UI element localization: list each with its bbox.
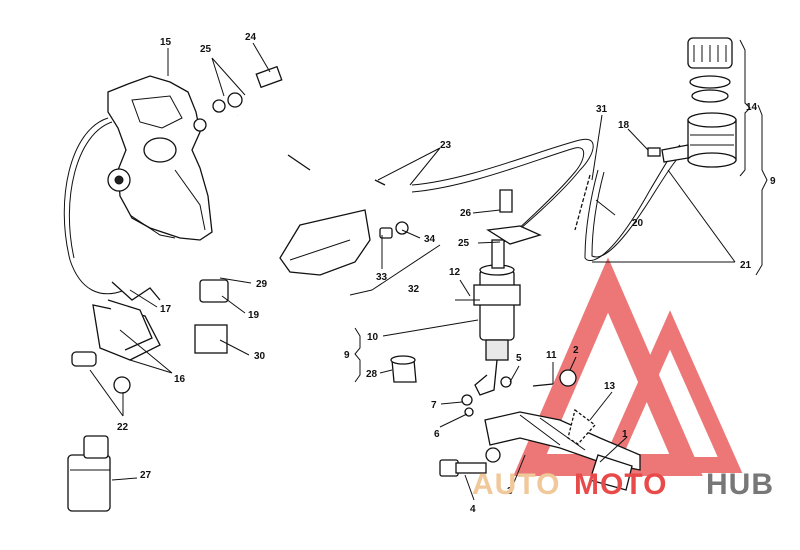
small-hardware: [71, 65, 542, 417]
watermark-hub: HUB: [706, 468, 774, 501]
callout-9a: 9: [770, 176, 776, 187]
master-cylinder: [455, 189, 521, 396]
callout-6: 6: [434, 429, 440, 440]
callout-20: 20: [632, 218, 644, 229]
callout-9b: 9: [344, 350, 350, 361]
callout-26: 26: [460, 208, 472, 219]
callout-15: 15: [160, 37, 172, 48]
fluid-reservoir: [647, 37, 737, 168]
callout-17: 17: [160, 304, 172, 315]
callout-25: 25: [200, 44, 212, 55]
callout-4: 4: [470, 504, 476, 515]
callout-31: 31: [596, 104, 608, 115]
callout-2: 2: [573, 345, 579, 356]
callout-16: 16: [174, 374, 186, 385]
callout-27: 27: [140, 470, 152, 481]
watermark-auto: AUTO: [472, 468, 560, 501]
callout-19: 19: [248, 310, 260, 321]
callout-24: 24: [245, 32, 257, 43]
fluid-bottle: [67, 435, 111, 512]
callout-13: 13: [604, 381, 616, 392]
callout-25b: 25: [458, 238, 470, 249]
leader-lines: [89, 39, 768, 501]
callout-30: 30: [254, 351, 266, 362]
callout-1: 1: [622, 429, 628, 440]
callout-7: 7: [431, 400, 437, 411]
brake-caliper: [107, 75, 213, 241]
callout-10: 10: [367, 332, 379, 343]
callout-18: 18: [618, 120, 630, 131]
callout-3: 3: [507, 486, 513, 497]
callout-12: 12: [449, 267, 461, 278]
callout-labels: 15 25 24 23 31 18 14 9 20 21 26 25 34 33…: [117, 32, 776, 515]
callout-5: 5: [516, 353, 522, 364]
callout-33: 33: [376, 272, 388, 283]
watermark-moto: MOTO: [574, 468, 667, 501]
brake-pedal: [439, 369, 641, 491]
callout-32: 32: [408, 284, 420, 295]
callout-22: 22: [117, 422, 129, 433]
callout-34: 34: [424, 234, 436, 245]
callout-29: 29: [256, 279, 268, 290]
callout-21: 21: [740, 260, 752, 271]
callout-28: 28: [366, 369, 378, 380]
callout-11: 11: [546, 350, 557, 361]
callout-14: 14: [746, 102, 758, 113]
brake-hoses: [63, 113, 687, 295]
watermark-text: AUTO MOTO HUB: [472, 468, 774, 501]
callout-23: 23: [440, 140, 452, 151]
